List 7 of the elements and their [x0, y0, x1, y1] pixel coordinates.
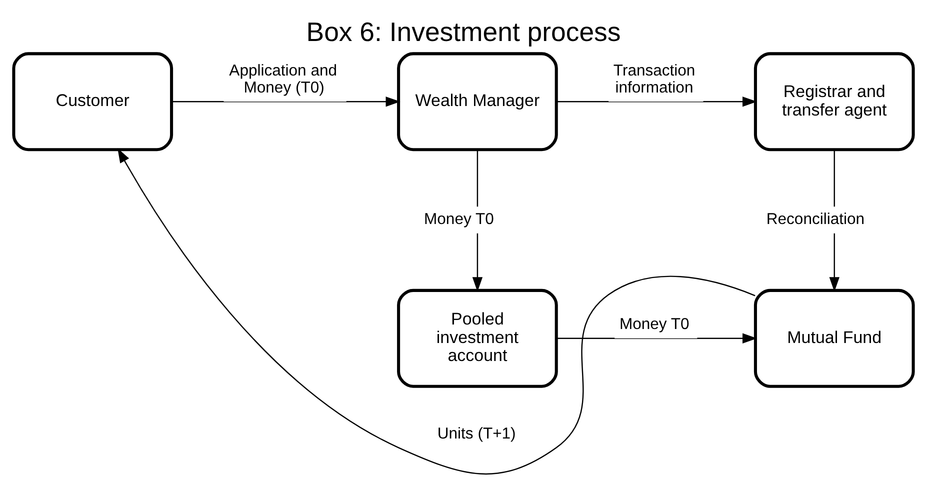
edge-label: Application and Money (T0)	[229, 62, 338, 96]
edge-label: Reconciliation	[766, 210, 865, 228]
edge-label: Money T0	[619, 316, 690, 333]
edge-label: Transaction information	[613, 62, 696, 96]
edge-label: Money T0	[424, 210, 494, 228]
edge-label: Units (T+1)	[437, 424, 516, 442]
diagram-title: Box 6: Investment process	[306, 16, 621, 47]
